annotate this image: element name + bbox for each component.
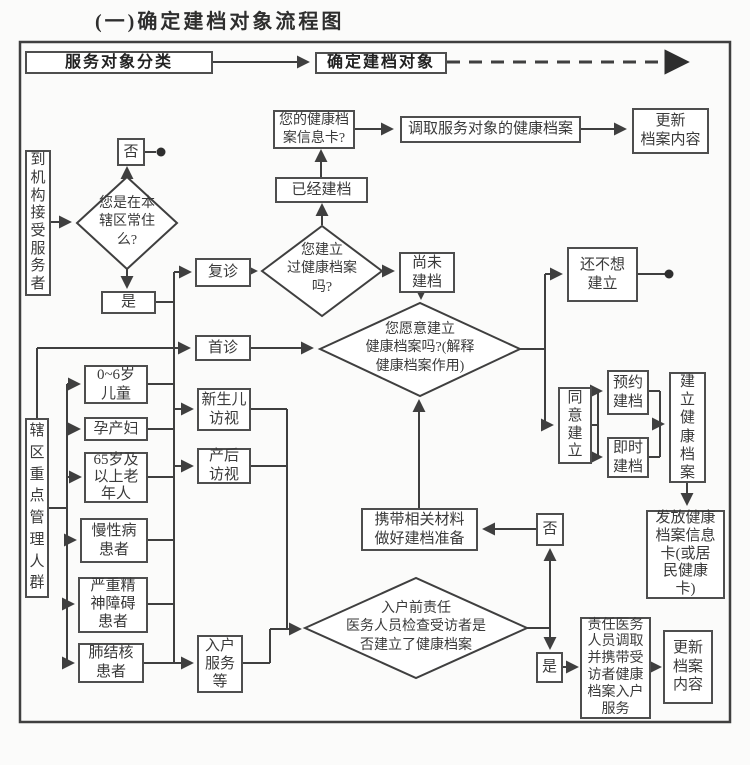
page-title: (一)确定建档对象流程图: [95, 11, 345, 33]
node-postpartum-visit: 产后 访视: [197, 448, 251, 484]
node-establish-record: 建立健康档案: [669, 372, 706, 483]
node-retrieve-record: 调取服务对象的健康档案: [400, 116, 581, 143]
node-not-want: 还不想 建立: [567, 247, 638, 302]
resident-decision-arrows: [51, 151, 156, 289]
node-appointment-filing: 预约 建档: [607, 370, 649, 415]
node-no-bottom: 否: [536, 513, 564, 546]
node-chronic: 慢性病 患者: [80, 518, 148, 563]
node-staff-visit: 责任医务人员调取并携带受访者健康档案入户服务: [580, 617, 651, 719]
decision-visit-check-diamond: [302, 576, 530, 680]
node-yes-top: 是: [101, 291, 156, 314]
node-pregnant: 孕产妇: [84, 417, 148, 441]
visit-type-arrows: [36, 264, 428, 663]
node-agree-file: 同意建立: [558, 387, 592, 464]
node-elderly: 65岁及 以上老 年人: [84, 452, 148, 503]
node-immediate-filing: 即时 建档: [607, 437, 649, 478]
decision-filed-diamond: [260, 224, 384, 318]
node-child: 0~6岁 儿童: [84, 365, 148, 404]
decision-resident-label: 您是在本 辖区常住 么?: [99, 196, 155, 248]
decision-resident-diamond: [75, 175, 179, 271]
header-confirm-target: 确定建档对象: [315, 52, 447, 74]
decision-visit-check-label: 入户前责任 医务人员检查受访者是 否建立了健康档案: [346, 601, 486, 653]
decision-willing-label: 您愿意建立 健康档案吗?(解释 健康档案作用): [365, 322, 475, 374]
node-materials: 携带相关材料 做好建档准备: [361, 508, 478, 551]
node-newborn-visit: 新生儿 访视: [197, 388, 251, 431]
node-household-service: 入户 服务 等: [197, 635, 243, 693]
decision-diamonds: [75, 175, 530, 680]
node-revisit: 复诊: [195, 258, 251, 287]
node-key-population: 辖区重点管理人群: [25, 418, 49, 598]
terminal-dot: [156, 147, 166, 157]
key-population-arrows: [48, 377, 194, 670]
node-no-top: 否: [117, 138, 145, 166]
terminal-dots: [156, 147, 674, 279]
node-issue-card: 发放健康档案信息卡(或居民健康卡): [646, 510, 725, 599]
decision-willing-diamond: [317, 301, 523, 398]
node-not-yet-filed: 尚未 建档: [399, 252, 455, 293]
node-your-card: 您的健康档 案信息卡?: [273, 110, 355, 149]
home-visit-arrows: [243, 408, 662, 674]
node-tb: 肺结核 患者: [78, 643, 144, 683]
node-first-visit: 首诊: [195, 335, 251, 361]
node-institution-visitor: 到机构接受服务者: [25, 150, 51, 296]
node-yes-bottom: 是: [536, 652, 563, 683]
node-mental: 严重精 神障碍 患者: [78, 577, 148, 633]
terminal-dot: [664, 269, 674, 279]
willing-decision-arrows: [412, 267, 694, 628]
outer-frame: [18, 40, 732, 724]
header-service-classification: 服务对象分类: [25, 51, 213, 74]
node-update-record-top: 更新 档案内容: [632, 108, 709, 154]
decision-filed-label: 您建立 过健康档案 吗?: [287, 243, 357, 295]
node-already-filed: 已经建档: [275, 177, 368, 203]
existing-record-arrows: [314, 122, 627, 225]
node-update-record-bottom: 更新 档案 内容: [663, 630, 713, 704]
